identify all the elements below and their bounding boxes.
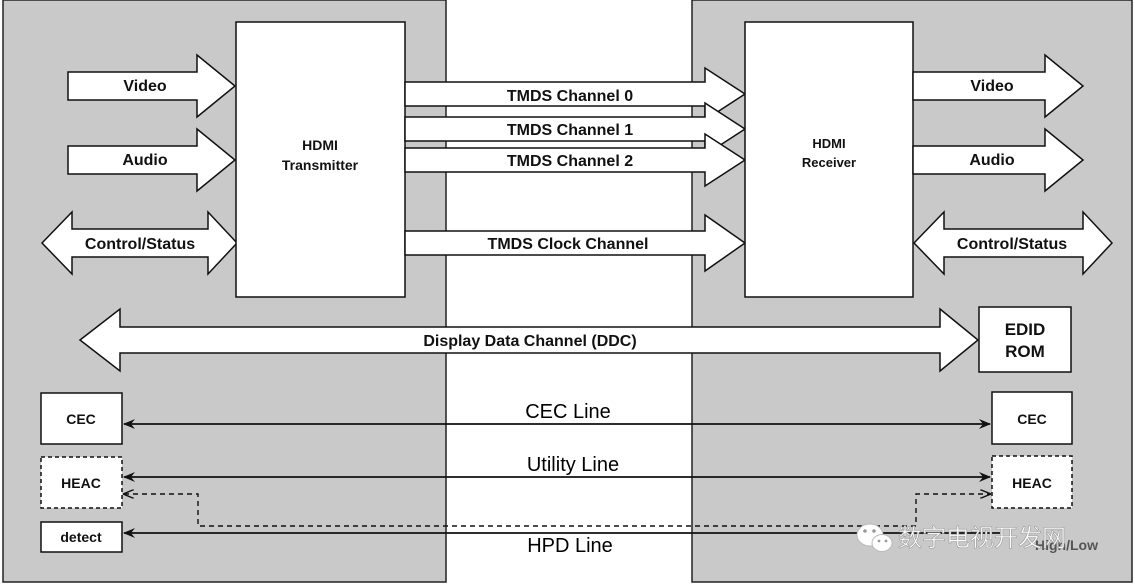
tmds-channel-1-label: TMDS Channel 1	[507, 122, 633, 139]
audio-out-arrow	[912, 127, 1085, 193]
tmds-channel-2-arrow	[404, 132, 747, 188]
edid-line1: EDID	[1005, 320, 1046, 339]
cec-sink-block	[991, 391, 1073, 445]
watermark-text: 数字电视开发网	[898, 524, 1066, 552]
cec-source-block	[40, 392, 123, 445]
hpd-line-label: HPD Line	[527, 535, 613, 557]
wechat-icon	[856, 523, 893, 552]
edid-line2: ROM	[1005, 342, 1045, 361]
control-status-sink-arrow	[912, 210, 1114, 276]
audio-in-arrow	[67, 127, 237, 193]
transmitter-line1: HDMI	[302, 137, 338, 153]
video-in-arrow	[67, 53, 237, 119]
tmds-channel-2-label: TMDS Channel 2	[507, 153, 633, 170]
hdmi-transmitter-block	[235, 21, 406, 298]
receiver-line1: HDMI	[812, 136, 845, 151]
audio-in-label: Audio	[122, 152, 168, 169]
tmds-channel-0-arrow	[404, 66, 747, 122]
utility-line-label: Utility Line	[527, 454, 619, 476]
heac-source-label: HEAC	[61, 475, 101, 491]
control-status-sink-label: Control/Status	[957, 236, 1067, 253]
edid-rom-block	[978, 306, 1072, 373]
receiver-line2: Receiver	[802, 155, 856, 170]
ddc-label: Display Data Channel (DDC)	[423, 333, 636, 350]
heac-source-block	[40, 456, 123, 509]
cec-source-label: CEC	[66, 411, 96, 427]
ddc-arrow	[78, 307, 980, 373]
transmitter-line2: Transmitter	[282, 157, 359, 173]
heac-dashed-link	[124, 494, 990, 527]
control-status-source-label: Control/Status	[85, 236, 195, 253]
tmds-clock-channel-arrow	[404, 213, 747, 273]
watermark: 数字电视开发网	[856, 523, 1066, 552]
high-low-label: High/Low	[1035, 537, 1098, 553]
tmds-clock-channel-label: TMDS Clock Channel	[488, 236, 649, 253]
video-in-label: Video	[123, 78, 167, 95]
tmds-channel-1-arrow	[404, 101, 747, 157]
video-out-label: Video	[970, 78, 1014, 95]
cec-sink-label: CEC	[1017, 411, 1047, 427]
audio-out-label: Audio	[969, 152, 1015, 169]
detect-block	[40, 521, 123, 553]
heac-sink-block	[991, 455, 1073, 509]
video-out-arrow	[912, 53, 1085, 119]
tmds-channel-0-label: TMDS Channel 0	[507, 88, 633, 105]
hdmi-receiver-block	[744, 21, 914, 298]
cec-line-label: CEC Line	[525, 401, 611, 423]
detect-label: detect	[60, 529, 102, 545]
heac-sink-label: HEAC	[1012, 475, 1052, 491]
